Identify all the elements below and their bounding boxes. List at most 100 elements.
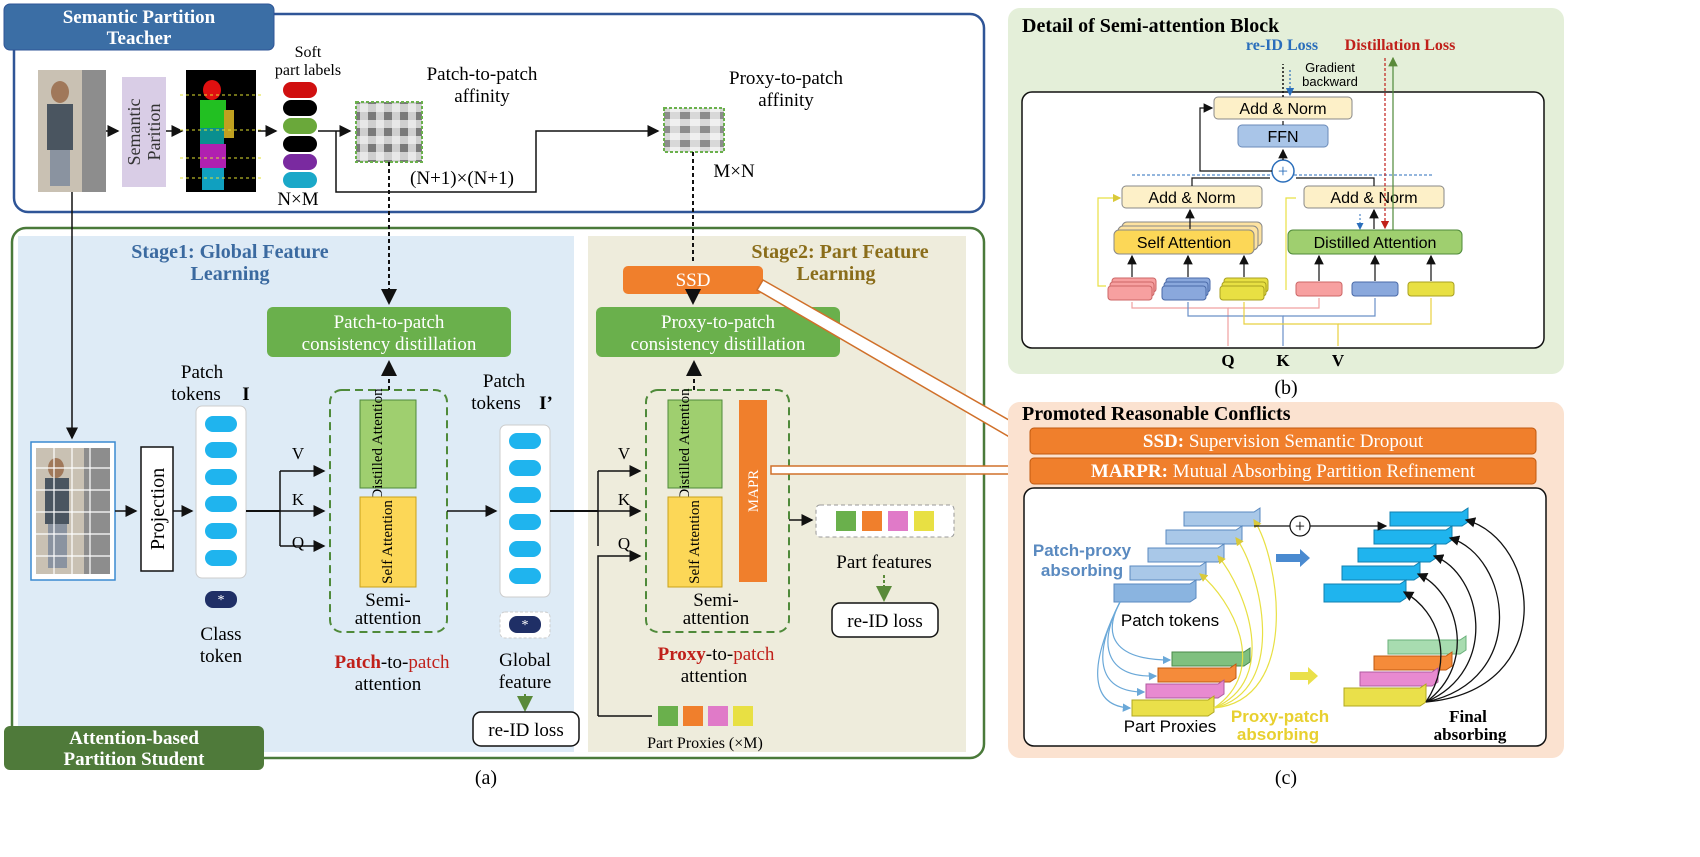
conflicts-panel: Promoted Reasonable Conflicts SSD: Super… (1008, 402, 1564, 758)
part-proxies-c-label: Part Proxies (1124, 717, 1217, 736)
patch-token-stack (1113, 507, 1261, 603)
patch-proxy-curves (1097, 601, 1172, 712)
p2p-distill-label: Patch-to-patch (334, 312, 445, 333)
add-norm-top-label: Add & Norm (1239, 101, 1326, 118)
global-feature-star: * (522, 618, 529, 633)
teacher-title: Semantic Partition (63, 7, 216, 28)
detail-distill-loss: Distillation Loss (1345, 37, 1456, 54)
patch-tokens2-sym: I’ (539, 393, 553, 414)
caption-c: (c) (1275, 767, 1297, 789)
detail-self-attention (1113, 229, 1255, 255)
distilled-attention-2 (667, 399, 723, 489)
proxy-affinity-title-2: affinity (758, 90, 814, 111)
ssd-banner (1029, 427, 1537, 455)
class-token (205, 591, 237, 608)
detail-title: Detail of Semi-attention Block (1022, 15, 1280, 37)
semantic-partition-box (122, 77, 166, 187)
detail-self-attention-label: Self Attention (1137, 235, 1231, 252)
part-proxy-stack (1131, 647, 1251, 717)
p2p-distill-box (267, 307, 511, 357)
semi-2-label: Semi- (693, 590, 738, 611)
soft-labels-title-2: part labels (275, 62, 341, 79)
distilled-attention-1-label: Distilled Attention (370, 388, 386, 500)
p2p-affinity-title-2: affinity (454, 86, 510, 107)
student-title-2: Partition Student (64, 749, 206, 770)
detail-panel: Detail of Semi-attention Block re-ID Los… (1008, 8, 1564, 374)
stage2-title: Stage2: Part Feature (751, 241, 928, 263)
detail-reid-loss: re-ID Loss (1246, 37, 1318, 54)
residual-plus: + (1278, 161, 1288, 181)
mxn-label: M×N (713, 161, 755, 182)
stage1-title-2: Learning (191, 263, 270, 285)
caption-a: (a) (475, 767, 497, 789)
patch-tokens-c-label: Patch tokens (1121, 611, 1219, 630)
global-feature-title: Global (499, 650, 551, 671)
p2p-attention-title: Patch-to-patch (334, 652, 450, 673)
patch-tokens-i (205, 416, 237, 566)
proxy-attention-title: Proxy-to-patch (658, 644, 775, 665)
final-absorbing-label: Final (1449, 707, 1487, 726)
input-grid-image (30, 441, 116, 581)
mapr-label: MAPR (746, 470, 762, 513)
reid-loss-box-1 (472, 711, 580, 747)
teacher-title-2: Teacher (107, 28, 172, 49)
q-label-2: Q (618, 534, 630, 553)
proxy-attention-title-2: attention (681, 666, 748, 687)
patch-proxy-label-2: absorbing (1041, 561, 1123, 580)
reid-loss-2-label: re-ID loss (847, 611, 922, 632)
projection-label: Projection (147, 468, 169, 550)
semi-1-label-2: attention (355, 608, 422, 629)
self-attention-1-label: Self Attention (380, 500, 396, 584)
caption-b: (b) (1274, 377, 1297, 399)
class-token-star: * (218, 593, 225, 608)
semi-attention-block-2 (645, 389, 790, 633)
semi-1-label: Semi- (365, 590, 410, 611)
detail-k-label: K (1276, 351, 1290, 370)
marpr-banner (1029, 457, 1537, 485)
patch-tokens2-title-2: tokens (471, 393, 521, 414)
patch-tokens-title: Patch (181, 362, 224, 383)
stage1-title: Stage1: Global Feature (131, 241, 329, 263)
marpr-banner-text: MARPR: Mutual Absorbing Partition Refine… (1091, 461, 1476, 482)
part-proxies-label: Part Proxies (×M) (647, 735, 763, 752)
patch-tokens-i-prime (509, 433, 541, 584)
k-label-1: K (292, 490, 305, 509)
self-attention-2 (667, 496, 723, 588)
k-label-2: K (618, 490, 631, 509)
patch-tokens-sym: I (242, 384, 249, 405)
distilled-attention-1 (359, 399, 417, 489)
self-attention-2-label: Self Attention (687, 500, 703, 584)
gradient-label-2: backward (1302, 74, 1358, 89)
semantic-partition-label-2: Parition (144, 104, 164, 161)
semi-2-label-2: attention (683, 608, 750, 629)
part-features (836, 511, 934, 531)
patch-tokens-title-2: tokens (171, 384, 221, 405)
detail-input-arrows (1127, 254, 1436, 281)
segmentation-image (180, 70, 262, 192)
distilled-attention-2-label: Distilled Attention (677, 388, 693, 500)
stage2-title-2: Learning (797, 263, 876, 285)
q-label-1: Q (292, 533, 304, 552)
global-feature-token (509, 616, 541, 633)
proxy-affinity-title: Proxy-to-patch (729, 68, 843, 89)
detail-qkv-lines (1131, 298, 1432, 346)
ffn-label: FFN (1267, 129, 1298, 146)
proxy-patch-label: Proxy-patch (1231, 707, 1329, 726)
proxy-distill-box (596, 307, 840, 357)
patch-tokens2-title: Patch (483, 371, 526, 392)
patch-affinity-matrix (355, 101, 423, 163)
soft-labels-title: Soft (295, 44, 322, 61)
final-absorb-curves (1402, 517, 1525, 703)
part-proxies (658, 706, 753, 726)
proxy-patch-curves (1199, 518, 1277, 709)
yellow-arrow-icon (1290, 667, 1318, 685)
detail-distilled-attention (1287, 229, 1463, 255)
proxy-affinity-matrix (663, 107, 725, 153)
gradient-label: Gradient (1305, 60, 1355, 75)
ssd-label: SSD (676, 270, 711, 291)
add-norm-left-label: Add & Norm (1148, 190, 1235, 207)
add-norm-right-label: Add & Norm (1330, 190, 1417, 207)
ssd-box (623, 266, 763, 294)
